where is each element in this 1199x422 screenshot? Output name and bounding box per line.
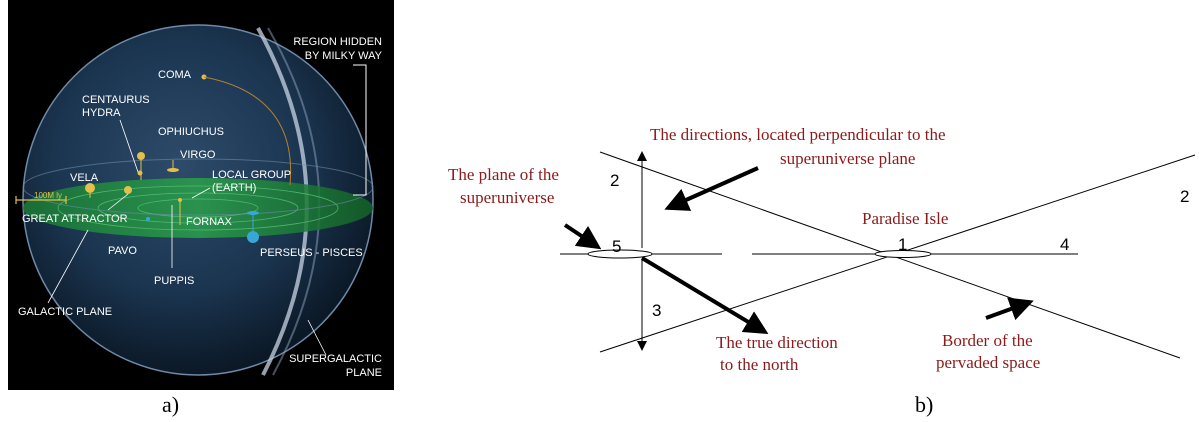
number-2-left: 2 [610,171,619,190]
svg-text:(EARTH): (EARTH) [212,182,256,194]
svg-text:pervaded space: pervaded space [936,353,1040,372]
perseus-pisces-marker [247,231,259,243]
svg-text:superuniverse: superuniverse [460,188,554,207]
paradise-isle-label: Paradise Isle [862,209,948,228]
number-1: 1 [898,235,907,254]
number-5: 5 [612,237,621,256]
superuniverse-diagram: The directions, located perpendicular to… [420,110,1199,400]
scale-label: 100M ly [34,191,62,200]
number-4: 4 [1060,235,1069,254]
ophiuchus-marker [137,152,145,160]
directions-arrow [664,166,759,211]
great-attractor-marker [124,186,132,194]
supergalactic-plane-label: SUPERGALACTIC [289,353,382,365]
coma-label: COMA [158,69,192,81]
region-hidden-label: REGION HIDDEN [293,36,382,48]
paradise-isle-ellipse [874,250,932,258]
directions-label: The directions, located perpendicular to… [650,125,946,144]
true-north-arrow [640,256,769,335]
great-attractor-label: GREAT ATTRACTOR [22,213,128,225]
caption-b: b) [915,392,934,417]
border-arrow [985,297,1034,321]
region-hidden-bracket [353,64,367,196]
svg-text:BY MILKY WAY: BY MILKY WAY [305,50,383,62]
hydra-label: HYDRA [82,107,121,119]
vela-label: VELA [70,172,99,184]
svg-text:to the north: to the north [720,355,799,374]
virgo-label: VIRGO [180,149,216,161]
true-north-label: The true direction [716,333,838,352]
galactic-plane-label: GALACTIC PLANE [18,306,112,318]
local-group-label: LOCAL GROUP [212,169,291,181]
pavo-label: PAVO [108,245,137,257]
centaurus-label: CENTAURUS [82,94,150,106]
caption-a: a) [162,392,180,417]
number-3: 3 [652,301,661,320]
ophiuchus-label: OPHIUCHUS [158,126,224,138]
galactic-plane-disk [23,178,373,238]
border-label: Border of the [942,331,1033,350]
svg-text:PLANE: PLANE [346,367,382,379]
fornax-label: FORNAX [186,216,233,228]
svg-text:superuniverse plane: superuniverse plane [780,149,915,168]
perseus-pisces-label: PERSEUS - PISCES [260,247,363,259]
plane-arrow [563,223,602,250]
puppis-label: PUPPIS [154,275,194,287]
plane-label: The plane of the [448,165,559,184]
superuniverse-ellipse [587,249,653,259]
number-2-right: 2 [1180,187,1189,206]
supercluster-sphere-illustration: REGION HIDDEN BY MILKY WAY COMA CENTAURU… [8,0,394,390]
